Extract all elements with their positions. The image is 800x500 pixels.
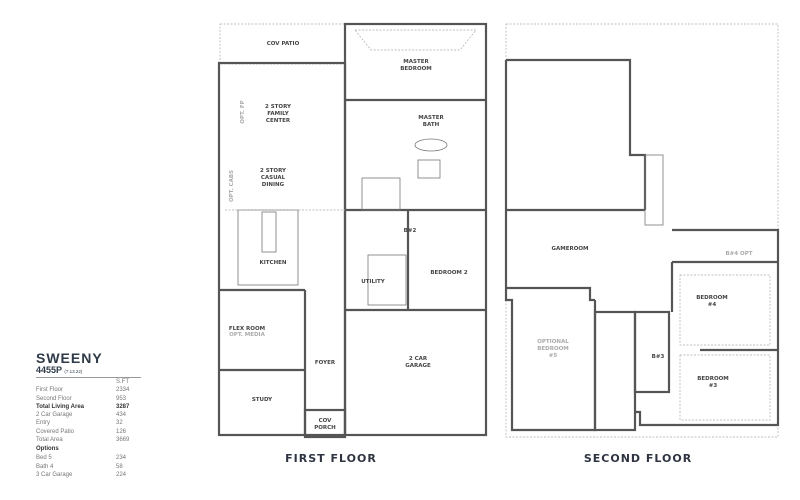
area-row: Total Area 3669 — [36, 436, 176, 444]
opt-fp-label: OPT. FP — [240, 100, 246, 123]
room-opt-media: OPT. MEDIA — [229, 332, 265, 338]
room-b2: B#2 — [404, 228, 417, 234]
wall — [504, 60, 597, 432]
room-dining-2: CASUAL — [261, 175, 286, 181]
stairs — [361, 177, 401, 211]
room-bedroom-4-1: BEDROOM — [696, 295, 728, 301]
wall — [506, 58, 647, 210]
first-floor-right-wall — [343, 22, 488, 437]
area-value: 58 — [116, 463, 123, 470]
area-row: First Floor 2334 — [36, 386, 176, 394]
room-opt-bedroom-5-1: OPTIONAL — [537, 339, 569, 345]
area-value: 953 — [116, 395, 127, 402]
area-value: 126 — [116, 428, 127, 435]
room-family-2: FAMILY — [267, 111, 290, 117]
shower — [417, 159, 441, 179]
room-bedroom-3-2: #3 — [709, 383, 718, 389]
room-garage-2: GARAGE — [405, 363, 431, 369]
room-gameroom: GAMEROOM — [551, 246, 588, 252]
room-family-1: 2 STORY — [265, 104, 292, 110]
area-label: 3 Car Garage — [36, 471, 73, 478]
area-label: First Floor — [36, 387, 63, 394]
wall — [635, 228, 780, 427]
plan-name: SWEENY — [36, 350, 103, 366]
open-to-below — [593, 310, 637, 432]
plan-date: (7.13.22) — [64, 369, 83, 374]
bath-3-wall — [633, 310, 671, 394]
room-foyer: FOYER — [315, 360, 336, 366]
area-value: 434 — [116, 412, 127, 419]
kitchen-island — [237, 209, 299, 286]
options-header: Options — [36, 446, 59, 453]
kitchen-counter — [261, 211, 277, 253]
area-value: 2334 — [116, 387, 130, 394]
utility-room — [367, 254, 407, 306]
area-row: Entry 32 — [36, 419, 176, 427]
area-value: 3669 — [116, 437, 130, 444]
plan-code: 4455P — [36, 365, 62, 375]
room-porch-1: COV — [319, 418, 333, 424]
room-cov-patio: COV PATIO — [267, 41, 300, 47]
first-floor-plan: COV PATIO MASTER BEDROOM MASTER BATH 2 S… — [217, 22, 488, 465]
room-master-bedroom-1: MASTER — [403, 59, 429, 65]
second-floor-plan: GAMEROOM B#4 OPT BEDROOM #4 OPTIONAL BED… — [504, 23, 780, 465]
opt-cabs-label: OPT. CABS — [229, 170, 235, 202]
room-master-bath-2: BATH — [423, 122, 440, 128]
area-label: Entry — [36, 420, 51, 427]
room-flex: FLEX ROOM — [229, 326, 265, 332]
room-master-bedroom-2: BEDROOM — [400, 66, 432, 72]
area-row: Bed 5 234 — [36, 454, 176, 462]
area-value: 234 — [116, 455, 127, 462]
area-value: 32 — [116, 420, 123, 427]
room-family-3: CENTER — [266, 118, 291, 124]
room-opt-bedroom-5-3: #5 — [549, 353, 558, 359]
room-study: STUDY — [252, 397, 273, 403]
area-label: Second Floor — [36, 395, 72, 402]
wall — [506, 286, 595, 302]
area-value: 224 — [116, 471, 127, 478]
area-label: Bath 4 — [36, 463, 54, 470]
room-b4-opt: B#4 OPT — [725, 251, 752, 257]
area-row: 2 Car Garage 434 — [36, 411, 176, 419]
first-floor-title: FIRST FLOOR — [285, 452, 377, 465]
bedroom-3-ceiling — [679, 354, 771, 421]
room-dining-1: 2 STORY — [260, 168, 287, 174]
room-kitchen: KITCHEN — [259, 260, 286, 266]
second-floor-title: SECOND FLOOR — [584, 452, 692, 465]
tub-icon — [414, 138, 448, 152]
area-label: 2 Car Garage — [36, 412, 73, 419]
plan-code-line: 4455P (7.13.22) — [36, 365, 141, 378]
room-opt-bedroom-5-2: BEDROOM — [537, 346, 569, 352]
room-dining-3: DINING — [262, 182, 285, 188]
area-row: 3 Car Garage 224 — [36, 471, 176, 479]
unit-header-row: S.FT — [36, 378, 176, 386]
unit-header: S.FT — [116, 379, 129, 385]
room-bedroom-2: BEDROOM 2 — [430, 270, 467, 276]
area-row: Second Floor 953 — [36, 395, 176, 403]
room-master-bath-1: MASTER — [418, 115, 444, 121]
stairs — [644, 154, 664, 226]
porch-wall — [303, 408, 347, 439]
area-row: Bath 4 58 — [36, 463, 176, 471]
area-value: 3287 — [116, 403, 130, 410]
room-bedroom-4-2: #4 — [708, 302, 717, 308]
room-porch-2: PORCH — [314, 425, 336, 431]
room-garage-1: 2 CAR — [409, 356, 428, 362]
area-label: Total Area — [36, 437, 63, 444]
area-row: Covered Patio 126 — [36, 428, 176, 436]
room-utility: UTILITY — [361, 279, 386, 285]
room-bedroom-3-1: BEDROOM — [697, 376, 729, 382]
area-label: Covered Patio — [36, 428, 75, 435]
master-ceiling — [354, 29, 477, 51]
area-label: Bed 5 — [36, 455, 52, 462]
area-row: Total Living Area 3287 — [36, 403, 176, 411]
room-b3: B#3 — [652, 354, 665, 360]
area-legend: SWEENY 4455P (7.13.22) S.FT First Floor 2… — [36, 350, 176, 479]
area-label: Total Living Area — [36, 403, 85, 410]
bedroom-4-ceiling — [679, 274, 771, 346]
